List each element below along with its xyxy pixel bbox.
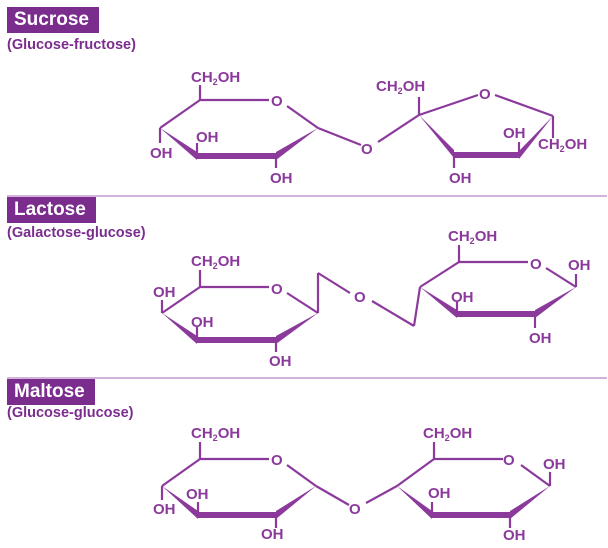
sucrose-subtitle: (Glucose-fructose)	[7, 37, 136, 53]
oh-label: OH	[261, 526, 284, 543]
ch2oh-label: CH2OH	[191, 69, 240, 87]
ch2oh-label: CH2OH	[376, 78, 425, 96]
wedge-bond	[162, 313, 197, 344]
maltose-glucose-ring-2: CH2OH O OH OH OH	[365, 425, 566, 544]
bond	[315, 485, 350, 506]
wedge-bond	[510, 486, 550, 519]
oh-label: OH	[451, 289, 474, 306]
glycosidic-oxygen-label: O	[361, 141, 373, 158]
wedge-bond	[160, 128, 197, 160]
ch2oh-label: CH2OH	[448, 228, 497, 246]
maltose-subtitle: (Glucose-glucose)	[7, 405, 134, 421]
oh-label: OH	[186, 486, 209, 503]
bond	[371, 300, 415, 327]
lactose-subtitle: (Galactose-glucose)	[7, 225, 146, 241]
wedge-bond	[162, 486, 198, 519]
bond	[159, 99, 201, 129]
wedge-bond	[420, 287, 457, 318]
ring-oxygen-label: O	[503, 452, 515, 469]
ch2oh-label: CH2OH	[538, 136, 587, 154]
sucrose-structure: CH2OH O OH OH OH O CH2OH O OH CH2OH OH	[150, 69, 587, 187]
oh-label: OH	[428, 485, 451, 502]
lactose-galactose-ring: CH2OH O OH OH OH	[153, 253, 351, 370]
oh-label: OH	[449, 170, 472, 187]
oh-label: OH	[196, 129, 219, 146]
wedge-bond	[276, 128, 318, 160]
oh-label: OH	[269, 353, 292, 370]
wedge-bond	[519, 116, 553, 159]
oh-label: OH	[503, 527, 526, 544]
wedge-bond	[276, 486, 316, 519]
oh-label: OH	[270, 170, 293, 187]
oh-label: OH	[153, 501, 176, 518]
ring-oxygen-label: O	[530, 256, 542, 273]
sucrose-fructose-ring: CH2OH O OH CH2OH OH	[376, 78, 587, 187]
bond	[161, 286, 201, 314]
ch2oh-label: CH2OH	[191, 253, 240, 271]
wedge-bond	[397, 486, 432, 519]
ch2oh-label: CH2OH	[191, 425, 240, 443]
divider	[7, 195, 607, 197]
bond	[377, 114, 420, 143]
bond	[545, 267, 577, 288]
ring-oxygen-label: O	[271, 93, 283, 110]
lactose-structure: CH2OH O OH OH OH O CH2OH O OH OH OH	[153, 228, 591, 370]
bond	[286, 292, 319, 314]
bond	[317, 272, 351, 294]
bond	[286, 105, 319, 129]
bond	[161, 458, 201, 487]
maltose-glucose-ring-1: CH2OH O OH OH OH	[153, 425, 350, 543]
wedge-bond	[419, 115, 454, 158]
sucrose-glucose-ring: CH2OH O OH OH OH	[150, 69, 362, 187]
glycosidic-oxygen-label: O	[349, 501, 361, 518]
oh-label: OH	[191, 314, 214, 331]
glycosidic-oxygen-label: O	[354, 289, 366, 306]
wedge-bond	[276, 313, 318, 344]
lactose-title: Lactose	[7, 197, 96, 223]
maltose-title: Maltose	[7, 379, 95, 405]
bond	[286, 464, 317, 487]
bond	[418, 93, 479, 117]
maltose-structure: CH2OH O OH OH OH O CH2OH O OH OH OH	[153, 425, 566, 544]
ring-oxygen-label: O	[271, 452, 283, 469]
oh-label: OH	[153, 284, 176, 301]
bond	[419, 261, 460, 288]
bond	[317, 126, 362, 147]
oh-label: OH	[568, 257, 591, 274]
oh-label: OH	[543, 456, 566, 473]
ring-oxygen-label: O	[271, 281, 283, 298]
oh-label: OH	[503, 125, 526, 142]
bond	[520, 464, 551, 487]
bond	[412, 286, 422, 327]
bond	[396, 458, 435, 487]
oh-label: OH	[150, 145, 173, 162]
oh-label: OH	[529, 330, 552, 347]
sucrose-title: Sucrose	[7, 7, 99, 33]
divider	[7, 377, 607, 379]
ch2oh-label: CH2OH	[423, 425, 472, 443]
bond	[494, 93, 554, 118]
ring-oxygen-label: O	[479, 86, 491, 103]
bond	[365, 485, 398, 504]
lactose-glucose-ring: CH2OH O OH OH OH	[371, 228, 591, 347]
wedge-bond	[535, 287, 576, 318]
